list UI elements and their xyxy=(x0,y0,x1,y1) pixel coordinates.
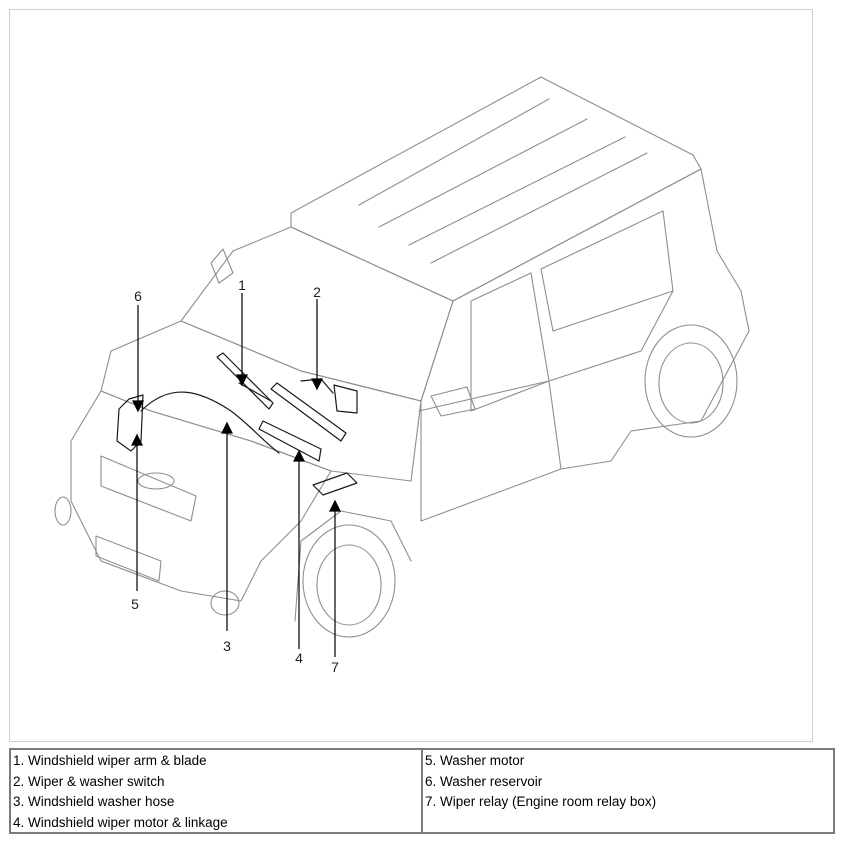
callout-1: 1 xyxy=(238,277,246,293)
vehicle-illustration: 1 2 3 4 5 6 7 xyxy=(54,76,750,675)
legend-item: 6. Washer reservoir xyxy=(425,773,543,789)
callout-7: 7 xyxy=(331,659,339,675)
callout-2: 2 xyxy=(313,284,321,300)
callout-5: 5 xyxy=(131,596,139,612)
wiper-blade-right xyxy=(270,382,347,442)
legend-item: 7. Wiper relay (Engine room relay box) xyxy=(425,794,657,809)
callout-3: 3 xyxy=(223,638,231,654)
grille xyxy=(100,455,197,522)
legend-item: 3. Windshield washer hose xyxy=(13,794,175,809)
legend-item: 1. Windshield wiper arm & blade xyxy=(13,753,207,768)
legend-table: 1. Windshield wiper arm & blade 2. Wiper… xyxy=(9,748,835,834)
legend-item: 2. Wiper & washer switch xyxy=(13,773,165,789)
roof-outline xyxy=(290,76,702,302)
front-face-outline xyxy=(70,390,332,602)
relay-box-part xyxy=(312,472,358,496)
side-body-outline xyxy=(420,168,750,522)
wiper-linkage xyxy=(258,420,322,462)
callout-4: 4 xyxy=(295,650,303,666)
washer-hose xyxy=(140,391,280,454)
legend-item: 4. Windshield wiper motor & linkage xyxy=(13,814,228,830)
callout-6: 6 xyxy=(134,288,142,304)
wiper-blade-left xyxy=(216,352,274,410)
legend-column-right: 5. Washer motor 6. Washer reservoir 7. W… xyxy=(421,750,833,832)
legend-item: 5. Washer motor xyxy=(425,753,525,768)
license-plate xyxy=(95,535,162,582)
diagram-figure: 1 2 3 4 5 6 7 xyxy=(9,9,813,742)
legend-column-left: 1. Windshield wiper arm & blade 2. Wiper… xyxy=(11,750,421,832)
washer-reservoir-part xyxy=(116,394,144,452)
wiper-switch-part xyxy=(333,384,358,414)
